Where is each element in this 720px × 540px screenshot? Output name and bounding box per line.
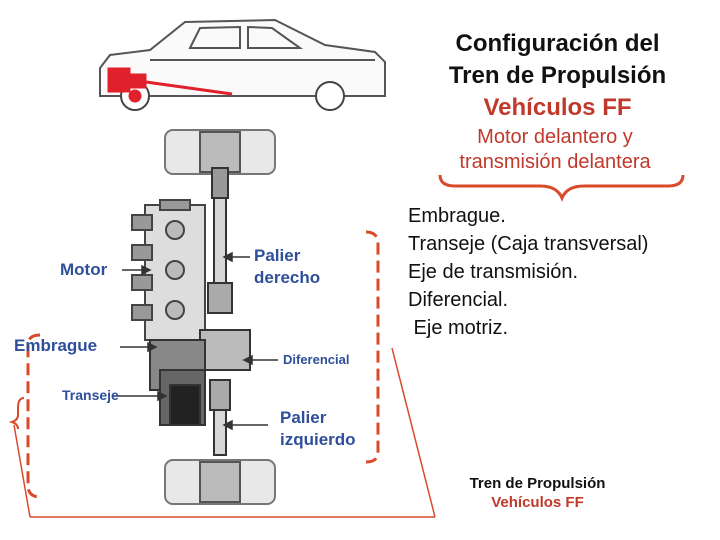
- label-transeje: Transeje: [62, 387, 119, 403]
- title-line-2: Tren de Propulsión: [448, 62, 667, 89]
- components-list: Embrague. Transeje (Caja transversal) Ej…: [408, 202, 648, 342]
- label-motor: Motor: [60, 260, 108, 279]
- caption: Tren de Propulsión Vehículos FF: [440, 474, 635, 512]
- subtitle: Motor delantero y transmisión delantera: [420, 125, 690, 175]
- page-title: Configuración del Tren de Propulsión Veh…: [415, 28, 700, 124]
- list-item: Eje de transmisión.: [408, 261, 579, 283]
- diferencial-housing: [149, 329, 251, 426]
- palier-derecho-shaft: [207, 197, 233, 314]
- palier-izquierdo-shaft: [209, 379, 231, 456]
- caption-line-1: Tren de Propulsión: [469, 475, 606, 492]
- label-diferencial: Diferencial: [283, 352, 350, 367]
- callout-lines: [13, 347, 436, 518]
- brace-under-subtitle: [438, 174, 685, 202]
- label-palier-izquierdo-2: izquierdo: [280, 430, 356, 449]
- label-palier-derecho-2: derecho: [254, 268, 321, 287]
- title-line-3: Vehículos FF: [483, 94, 632, 121]
- car-drivetrain-highlight: [107, 67, 233, 103]
- subtitle-line-1: Motor delantero y: [477, 126, 633, 148]
- list-item: Eje motriz.: [408, 317, 509, 339]
- list-item: Embrague.: [408, 205, 506, 227]
- bracket-dashed-right: [26, 230, 380, 499]
- bracket-left-red: [8, 397, 25, 430]
- list-item: Transeje (Caja transversal): [408, 233, 649, 255]
- label-arrows: [112, 251, 278, 431]
- list-item: Diferencial.: [408, 289, 509, 311]
- front-wheel-top: [164, 129, 276, 199]
- caption-line-2: Vehículos FF: [491, 494, 584, 511]
- label-palier-izquierdo-1: Palier: [280, 408, 327, 427]
- car-silhouette-icon: [99, 18, 386, 111]
- front-wheel-bottom: [164, 459, 276, 505]
- label-palier-derecho-1: Palier: [254, 246, 301, 265]
- label-embrague: Embrague: [14, 336, 98, 355]
- motor-engine-block: [131, 199, 206, 341]
- subtitle-line-2: transmisión delantera: [459, 151, 651, 173]
- title-line-1: Configuración del: [455, 30, 660, 57]
